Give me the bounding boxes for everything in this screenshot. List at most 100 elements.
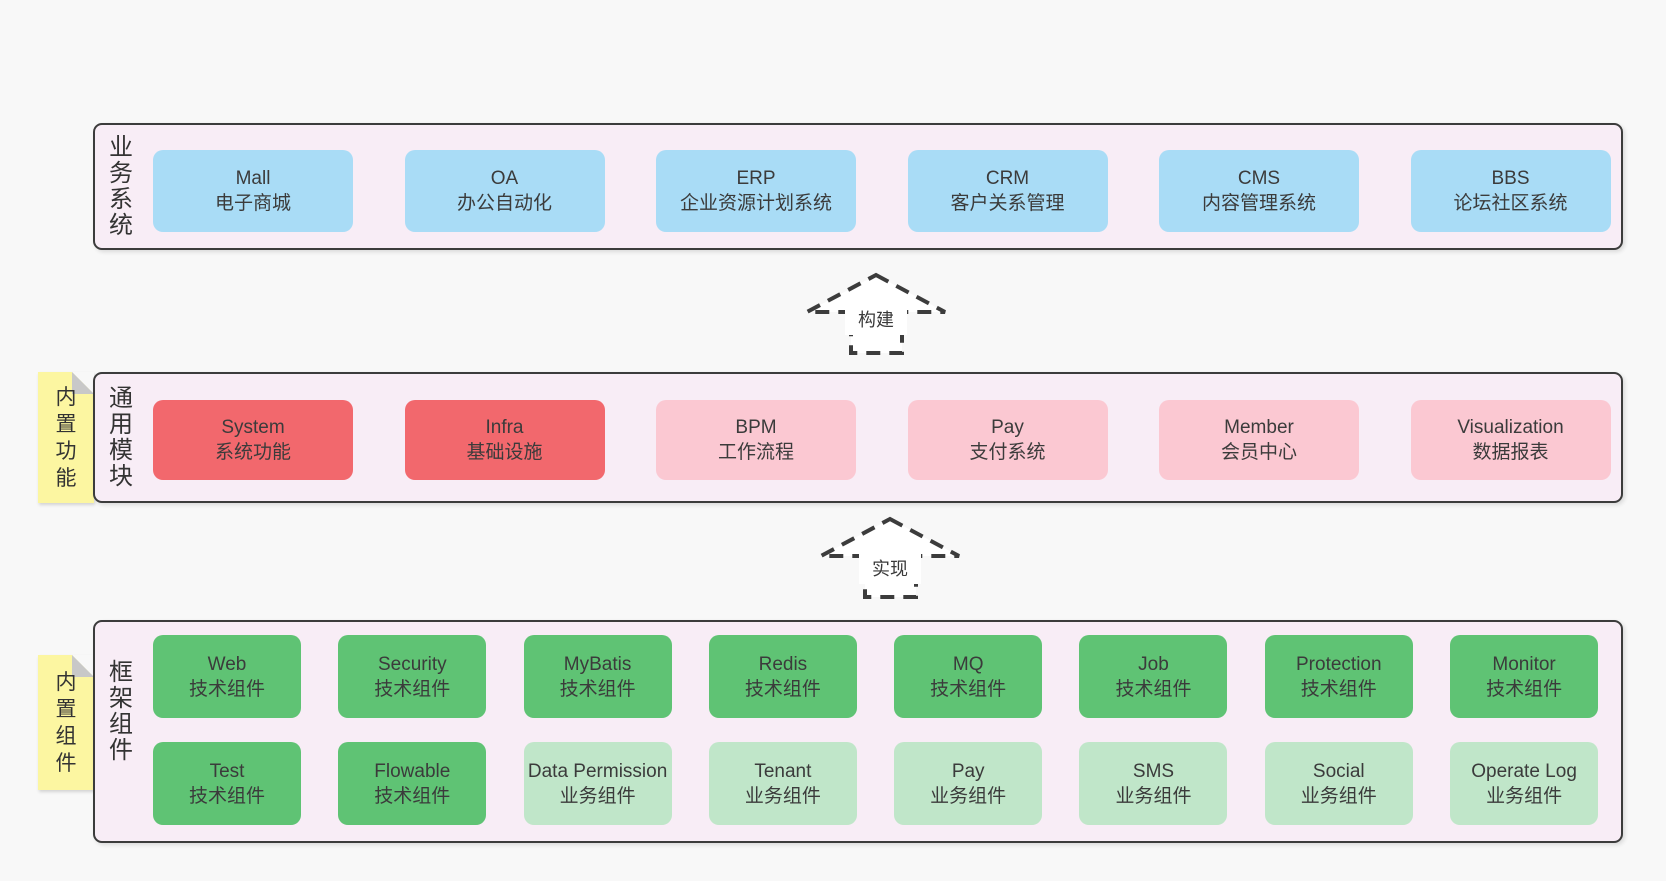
box-infra: Infra 基础设施 [404, 400, 605, 480]
box-mq: MQ 技术组件 [894, 635, 1043, 718]
box-subtitle: 业务组件 [1486, 785, 1563, 807]
box-pay: Pay 支付系统 [907, 400, 1108, 480]
box-operate-log: Operate Log 业务组件 [1450, 742, 1599, 825]
sticky-paper [38, 655, 94, 790]
section-label-common-modules: 通用模块 [109, 384, 133, 490]
framework-components-row-2: Test 技术组件 Flowable 技术组件 Data Permission 业务组件 T… [153, 742, 1599, 825]
box-mall: Mall 电子商城 [153, 150, 353, 232]
box-title: Monitor [1492, 653, 1556, 675]
box-title: OA [490, 168, 519, 189]
box-title: CRM [985, 168, 1030, 189]
box-title: Social [1312, 760, 1365, 782]
box-title: System [221, 417, 285, 438]
box-subtitle: 技术组件 [188, 678, 265, 700]
box-redis: Redis 技术组件 [708, 635, 857, 718]
box-member: Member 会员中心 [1159, 400, 1359, 480]
box-subtitle: 技术组件 [1300, 678, 1377, 700]
box-title: Flowable [374, 760, 451, 782]
box-title: SMS [1132, 760, 1175, 782]
box-subtitle: 电子商城 [214, 193, 291, 214]
box-data-permission: Data Permission 业务组件 [523, 742, 672, 825]
box-subtitle: 内容管理系统 [1201, 193, 1316, 214]
section-business-systems: 业务系统 Mall 电子商城 OA 办公自动化 ERP 企业资源计划系统 CRM 客户关系管理… [93, 123, 1623, 250]
box-cms: CMS 内容管理系统 [1159, 150, 1359, 232]
box-subtitle: 基础设施 [466, 442, 543, 463]
box-subtitle: 系统功能 [214, 442, 291, 463]
section-common-modules: 通用模块 System 系统功能 Infra 基础设施 BPM 工作流程 Pay 支付系统 Me… [93, 372, 1623, 503]
box-title: Mall [235, 168, 271, 189]
box-erp: ERP 企业资源计划系统 [656, 150, 856, 232]
section-label-business-systems: 业务系统 [109, 133, 133, 239]
box-subtitle: 技术组件 [188, 785, 265, 807]
box-title: Visualization [1457, 417, 1564, 438]
box-title: Job [1138, 653, 1169, 675]
section-label-framework-components: 框架组件 [109, 659, 133, 764]
box-pay: Pay 业务组件 [894, 742, 1043, 825]
box-title: Pay [951, 760, 985, 782]
box-title: Protection [1296, 653, 1382, 675]
box-subtitle: 业务组件 [1300, 785, 1377, 807]
box-title: Data Permission [527, 760, 668, 782]
box-subtitle: 业务组件 [559, 785, 636, 807]
box-test: Test 技术组件 [153, 742, 301, 825]
box-subtitle: 工作流程 [717, 442, 794, 463]
arrow-build-label: 构建 [845, 305, 907, 335]
box-title: MyBatis [563, 653, 632, 675]
box-title: Pay [991, 417, 1024, 438]
box-job: Job 技术组件 [1079, 635, 1228, 718]
box-title: BBS [1491, 168, 1530, 189]
sticky-note-builtin-components: 内置组件 [38, 655, 94, 790]
box-subtitle: 业务组件 [1115, 785, 1192, 807]
box-title: Tenant [754, 760, 812, 782]
arrow-implement-label: 实现 [859, 554, 921, 584]
box-subtitle: 支付系统 [969, 442, 1046, 463]
box-web: Web 技术组件 [153, 635, 301, 718]
box-flowable: Flowable 技术组件 [338, 742, 487, 825]
box-subtitle: 业务组件 [930, 785, 1007, 807]
box-bbs: BBS 论坛社区系统 [1410, 150, 1611, 232]
sticky-text-builtin-components: 内置组件 [55, 670, 77, 775]
sticky-note-builtin-features: 内置功能 [38, 372, 94, 503]
box-title: Security [377, 653, 447, 675]
box-crm: CRM 客户关系管理 [907, 150, 1108, 232]
box-subtitle: 技术组件 [1115, 678, 1192, 700]
box-social: Social 业务组件 [1264, 742, 1413, 825]
box-monitor: Monitor 技术组件 [1450, 635, 1599, 718]
box-security: Security 技术组件 [338, 635, 487, 718]
box-subtitle: 技术组件 [1486, 678, 1563, 700]
box-title: Infra [485, 417, 524, 438]
box-title: ERP [736, 168, 776, 189]
box-title: BPM [735, 417, 777, 438]
box-title: CMS [1237, 168, 1281, 189]
business-systems-row: Mall 电子商城 OA 办公自动化 ERP 企业资源计划系统 CRM 客户关系管理 CMS 内容… [153, 150, 1611, 232]
box-subtitle: 技术组件 [744, 678, 821, 700]
box-subtitle: 论坛社区系统 [1453, 193, 1568, 214]
box-system: System 系统功能 [153, 400, 353, 480]
box-subtitle: 企业资源计划系统 [679, 193, 832, 214]
box-subtitle: 办公自动化 [456, 193, 552, 214]
box-mybatis: MyBatis 技术组件 [523, 635, 672, 718]
box-subtitle: 技术组件 [930, 678, 1007, 700]
box-title: Member [1224, 417, 1294, 438]
box-title: Test [209, 760, 245, 782]
box-title: Redis [758, 653, 808, 675]
box-title: MQ [952, 653, 984, 675]
box-title: Web [207, 653, 247, 675]
box-subtitle: 技术组件 [559, 678, 636, 700]
common-modules-row: System 系统功能 Infra 基础设施 BPM 工作流程 Pay 支付系统 Member 会… [153, 400, 1611, 480]
box-subtitle: 数据报表 [1472, 442, 1549, 463]
box-subtitle: 会员中心 [1220, 442, 1297, 463]
box-subtitle: 客户关系管理 [950, 193, 1065, 214]
box-title: Operate Log [1471, 760, 1577, 782]
box-subtitle: 技术组件 [374, 678, 451, 700]
box-oa: OA 办公自动化 [404, 150, 605, 232]
sticky-text-builtin-features: 内置功能 [55, 385, 77, 490]
box-visualization: Visualization 数据报表 [1410, 400, 1611, 480]
box-bpm: BPM 工作流程 [656, 400, 856, 480]
box-protection: Protection 技术组件 [1264, 635, 1413, 718]
box-subtitle: 技术组件 [374, 785, 451, 807]
box-sms: SMS 业务组件 [1079, 742, 1228, 825]
